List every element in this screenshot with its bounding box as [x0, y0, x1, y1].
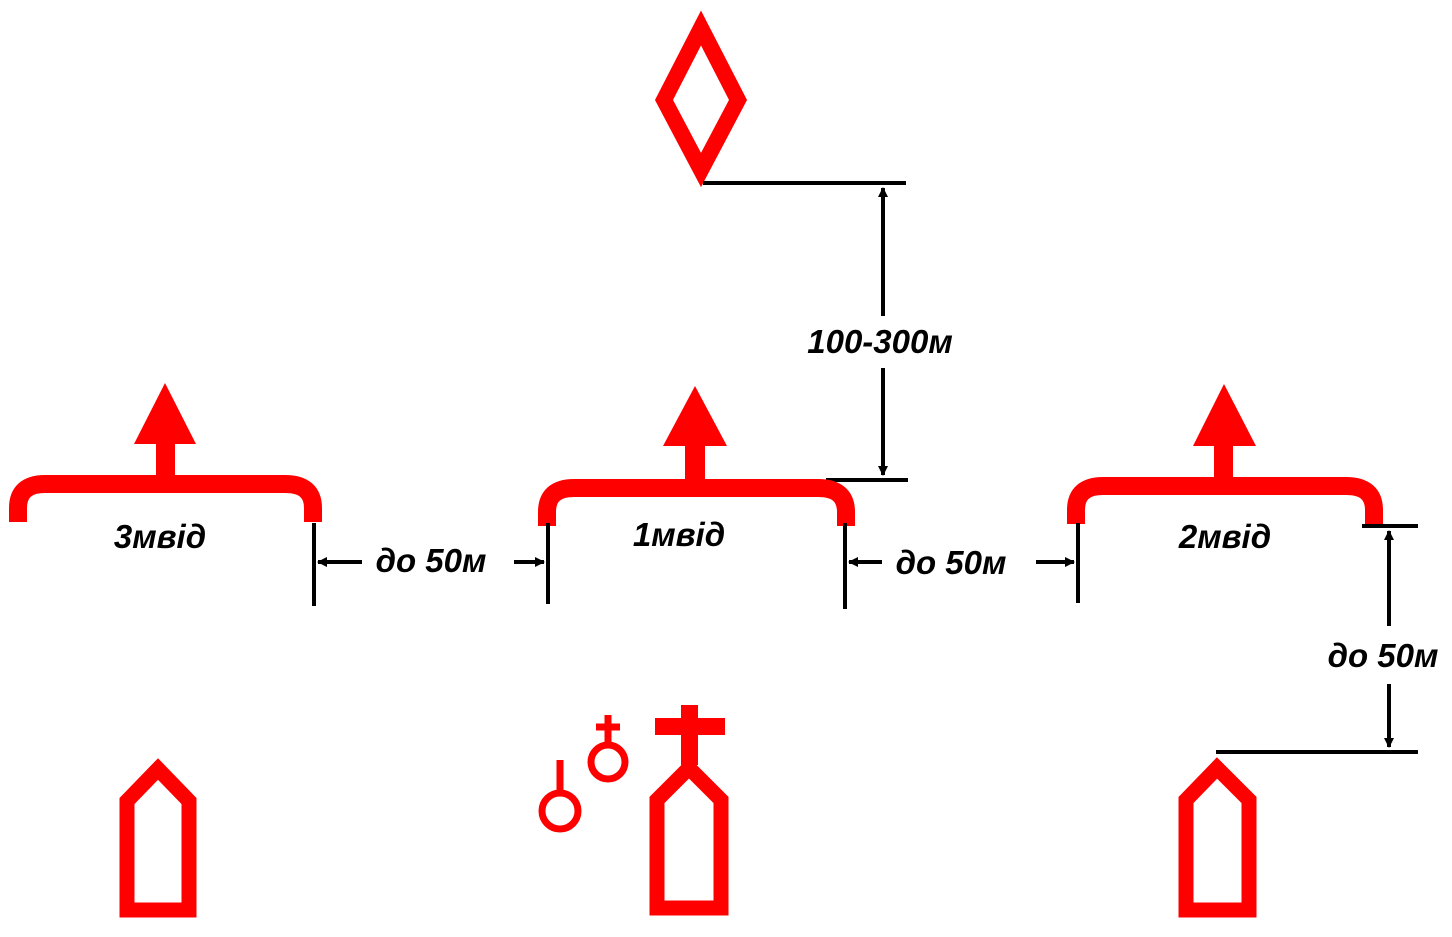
- arrow-shaft-center: [685, 444, 705, 490]
- forward-distance-label: 100-300м: [807, 323, 953, 360]
- squad-label-right: 2мвід: [1178, 518, 1271, 555]
- squad-right: 2мвід: [1067, 384, 1383, 603]
- commander-vehicle-center: [649, 705, 729, 916]
- vehicle-icon-center: [649, 757, 729, 916]
- squad-label-left: 3мвід: [114, 518, 206, 555]
- arrow-up-icon-right: [1193, 384, 1256, 446]
- vehicle-icon-left: [119, 758, 197, 918]
- squad-label-center: 1мвід: [633, 516, 725, 553]
- officer-symbols: [538, 715, 629, 833]
- squad-arc-left: [8, 475, 322, 522]
- rhombus-outpost-symbol: [654, 10, 748, 188]
- arrow-shaft-right: [1214, 442, 1233, 488]
- arrow-up-icon-left: [134, 383, 196, 444]
- gap-right-label: до 50м: [896, 544, 1007, 581]
- vehicle-icon-right: [1178, 757, 1257, 918]
- officer-circle-icon-2: [587, 741, 629, 783]
- squad-center: 1мвід: [538, 386, 855, 609]
- arrow-shaft-left: [156, 442, 175, 486]
- arrow-up-icon-center: [663, 386, 727, 446]
- rear-distance-label: до 50м: [1328, 637, 1439, 674]
- cross-bar-vertical: [681, 705, 698, 765]
- squad-left: 3мвід: [8, 383, 322, 606]
- gap-left-label: до 50м: [376, 542, 487, 579]
- officer-circle-icon-1: [538, 789, 582, 833]
